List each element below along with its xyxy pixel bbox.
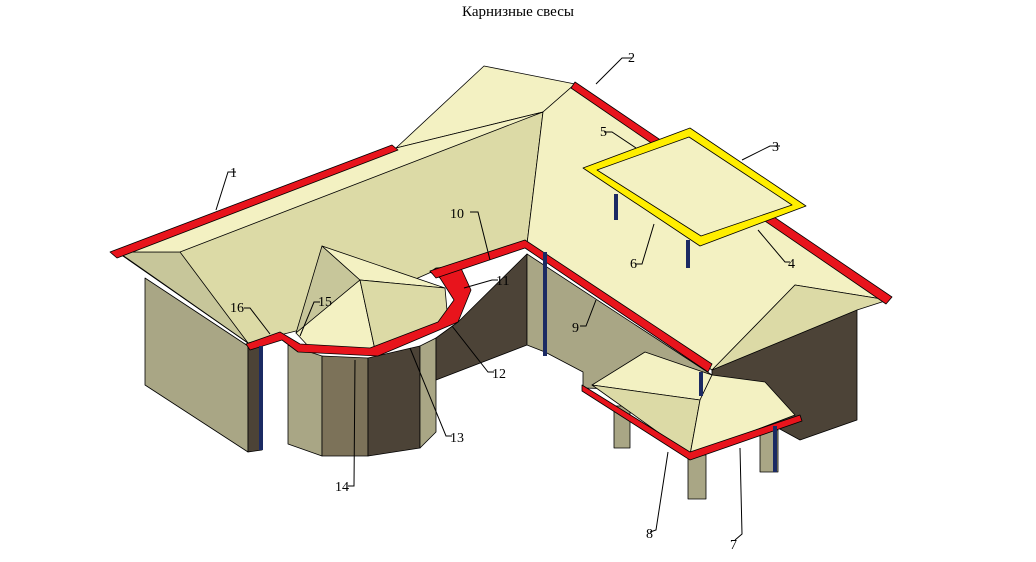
diagram-title: Карнизные свесы <box>462 4 574 20</box>
callout-5: 5 <box>600 125 607 140</box>
leader-1 <box>215 171 236 211</box>
downpipe-dormer-2 <box>686 240 690 268</box>
downpipe-porch <box>699 372 703 396</box>
leader-6 <box>636 223 655 265</box>
callout-13: 13 <box>450 431 464 446</box>
callout-leaders <box>215 57 790 541</box>
leader-12 <box>451 325 494 373</box>
callout-12: 12 <box>492 367 506 382</box>
callout-2: 2 <box>628 51 635 66</box>
callout-15: 15 <box>318 295 332 310</box>
downpipe-left <box>259 346 263 450</box>
callout-9: 9 <box>572 321 579 336</box>
downpipe-inner <box>543 252 547 356</box>
bay-wall-front <box>321 355 369 457</box>
callout-14: 14 <box>335 480 349 495</box>
leader-13 <box>409 347 452 437</box>
leader-14 <box>348 359 356 487</box>
eave-bay-run <box>245 265 472 357</box>
downpipe-right <box>773 426 777 472</box>
callout-3: 3 <box>772 140 779 155</box>
leader-8 <box>649 451 669 533</box>
bay-wall-right <box>367 345 421 457</box>
callout-4: 4 <box>788 257 795 272</box>
leader-16 <box>244 307 271 335</box>
downpipe-dormer-1 <box>614 194 618 220</box>
leader-3 <box>741 145 780 161</box>
eave-9-10 <box>429 239 713 373</box>
eave-3-inner <box>596 136 793 237</box>
eave-7-8 <box>581 384 803 461</box>
callout-1: 1 <box>230 166 237 181</box>
leader-7 <box>734 447 743 541</box>
porch-roof-front <box>689 374 796 456</box>
downpipes <box>259 194 777 472</box>
callout-8: 8 <box>646 527 653 542</box>
leader-5 <box>604 131 637 149</box>
bay-wall-left <box>287 344 323 457</box>
callout-11: 11 <box>496 274 509 289</box>
leader-15 <box>299 301 320 337</box>
callout-7: 7 <box>730 538 737 553</box>
eave-1 <box>109 144 399 259</box>
callout-16: 16 <box>230 301 244 316</box>
leader-4 <box>757 229 790 263</box>
callout-10: 10 <box>450 207 464 222</box>
leader-9 <box>580 299 597 327</box>
leader-2 <box>595 57 632 85</box>
leader-11 <box>463 279 498 289</box>
callout-6: 6 <box>630 257 637 272</box>
eaves <box>109 81 893 461</box>
leader-10 <box>470 211 491 261</box>
porch-post-2 <box>687 454 707 500</box>
callout-labels: 1 2 3 4 5 6 7 8 9 10 11 12 13 14 15 16 <box>230 51 795 553</box>
